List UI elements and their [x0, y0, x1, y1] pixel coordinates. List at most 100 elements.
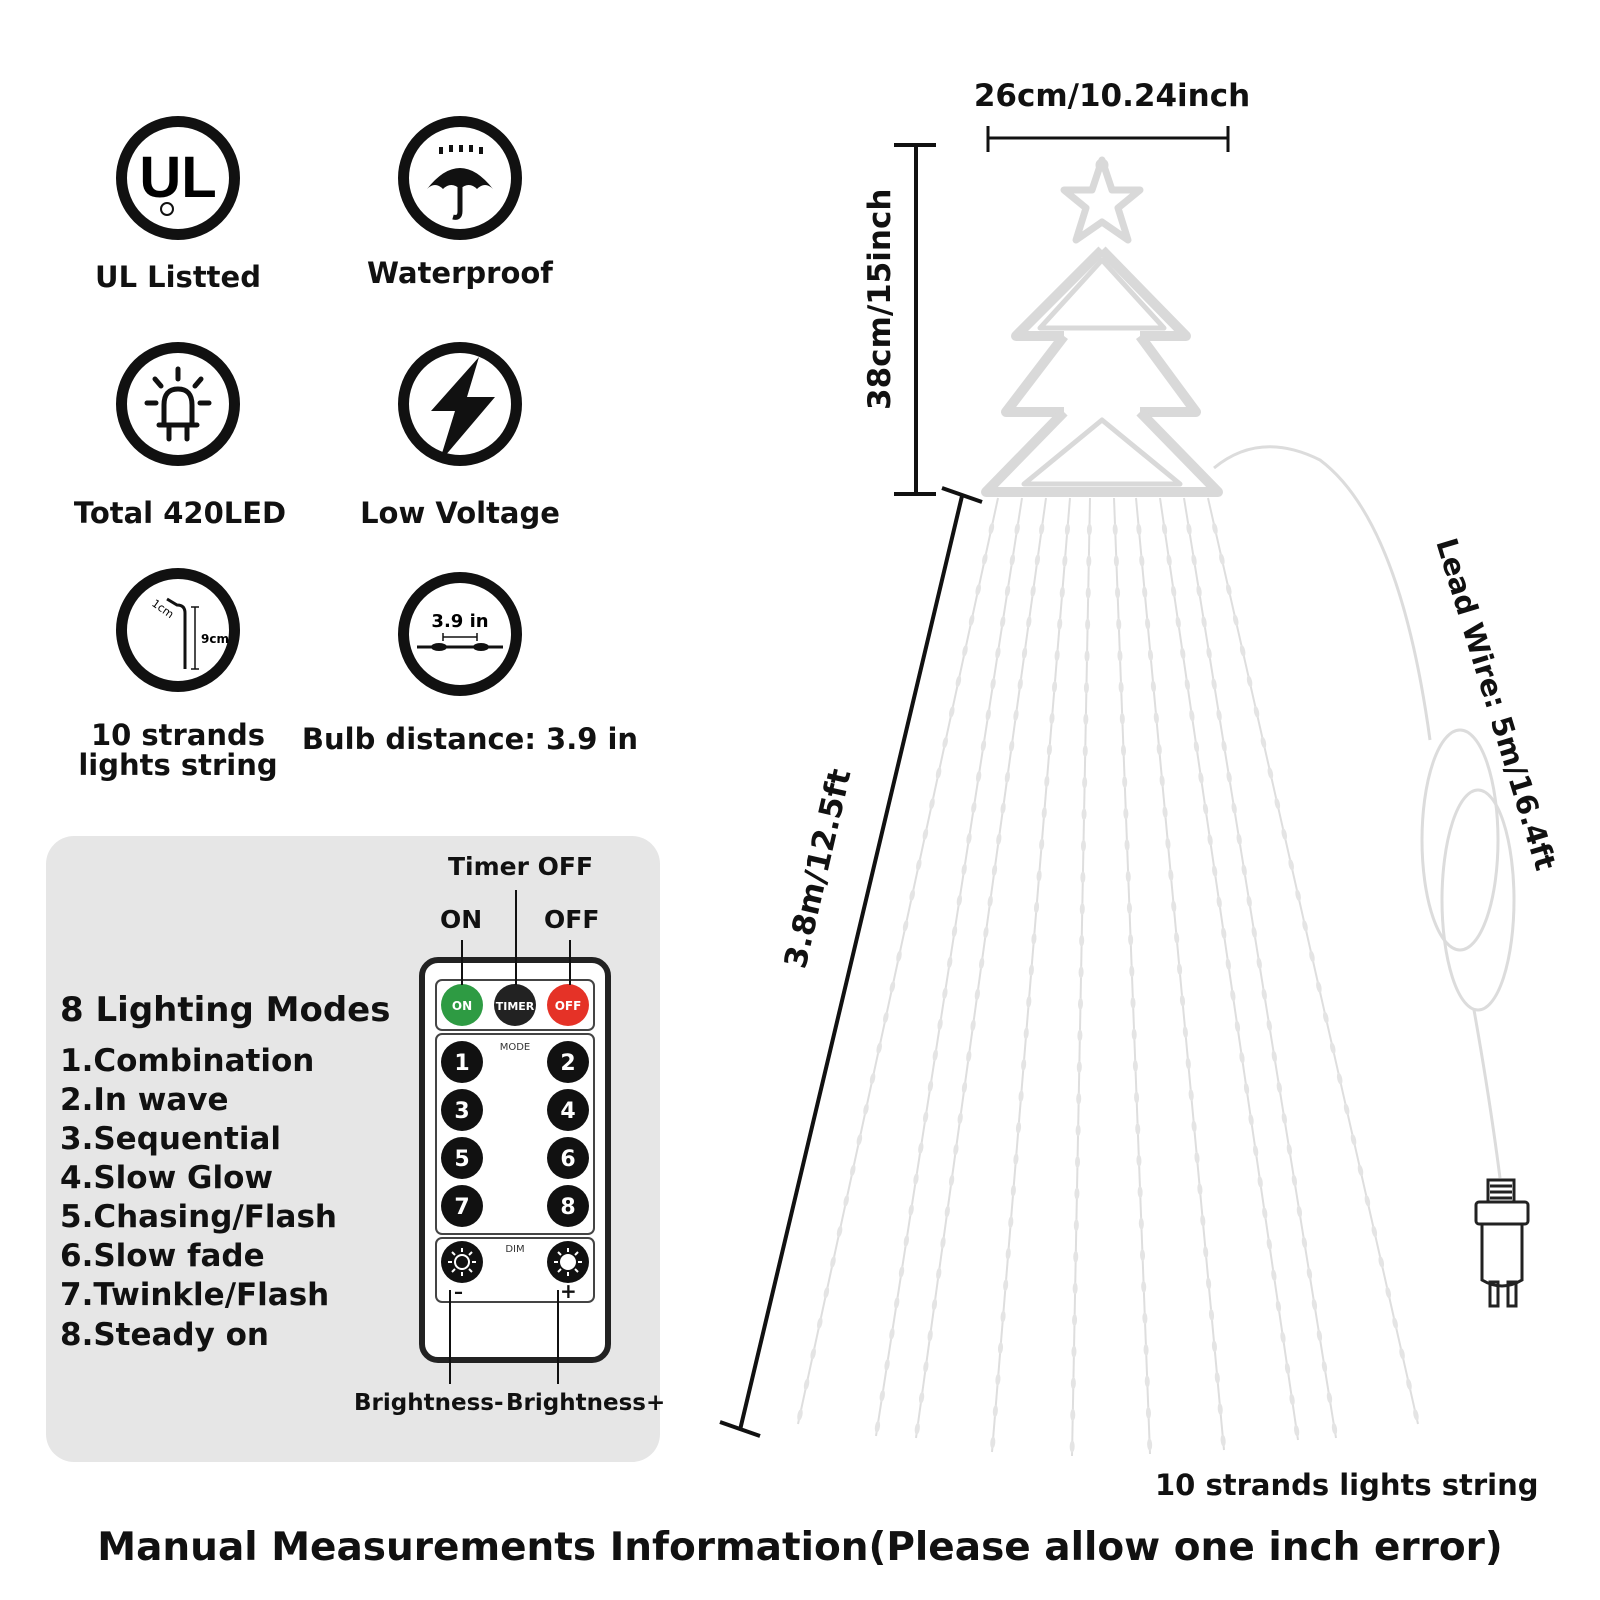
- led-bulb: [869, 1072, 876, 1085]
- svg-text:MODE: MODE: [500, 1042, 531, 1053]
- led-bulb: [913, 1173, 919, 1185]
- led-bulb: [1072, 1314, 1078, 1327]
- plug-icon: [1474, 1178, 1530, 1308]
- led-bulb: [1015, 1121, 1022, 1134]
- svg-text:7: 7: [454, 1195, 469, 1220]
- led-bulb: [1150, 680, 1156, 693]
- led-bulb: [1082, 744, 1088, 757]
- led-bulb: [1017, 678, 1023, 691]
- brightness-plus-label: Brightness+: [506, 1390, 666, 1416]
- led-bulb: [1078, 966, 1084, 979]
- led-bulb: [1030, 585, 1036, 598]
- led-bulb: [1202, 802, 1209, 815]
- timer-button[interactable]: [494, 984, 536, 1026]
- mode-button-6[interactable]: [547, 1137, 589, 1179]
- svg-text:5: 5: [454, 1147, 469, 1172]
- led-bulb: [1075, 1155, 1081, 1168]
- led-bulb: [1186, 523, 1192, 535]
- mode-button-7[interactable]: [441, 1185, 483, 1227]
- led-bulb: [1054, 649, 1060, 662]
- mode-button-3[interactable]: [441, 1089, 483, 1131]
- led-bulb: [1271, 1269, 1277, 1282]
- led-bulb: [1165, 837, 1171, 850]
- mode-button-5[interactable]: [441, 1137, 483, 1179]
- length-dimension: [719, 486, 983, 1438]
- mode-item: 1.Combination: [60, 1043, 315, 1079]
- led-bulb: [1086, 523, 1092, 536]
- led-bulb: [1256, 957, 1262, 970]
- led-bulb: [1266, 1019, 1272, 1032]
- led-bulb: [1059, 586, 1065, 599]
- led-bulb: [1289, 1393, 1295, 1406]
- led-bulb: [1343, 1103, 1350, 1116]
- led-bulb: [1131, 1028, 1137, 1041]
- led-bulb: [1077, 997, 1083, 1010]
- led-bulb: [957, 1112, 963, 1125]
- led-bulb: [1005, 1247, 1011, 1260]
- led-bulb: [922, 828, 929, 841]
- led-bulb: [1000, 615, 1006, 628]
- led-bulb: [1336, 1072, 1343, 1085]
- led-bulb: [918, 1391, 925, 1404]
- led-bulb: [1000, 802, 1006, 815]
- led-bulb: [1281, 1112, 1287, 1125]
- led-bulb: [961, 863, 967, 876]
- strands-badge: 1cm 9cm: [116, 568, 240, 692]
- led-bulb: [1159, 774, 1165, 787]
- led-bulb: [1079, 903, 1085, 916]
- led-bulb: [1128, 933, 1134, 946]
- led-bulb: [1261, 988, 1267, 1001]
- led-bulb: [974, 988, 980, 1001]
- led-bulb: [1171, 585, 1177, 598]
- svg-text:+: +: [560, 1279, 577, 1303]
- led-bulb: [1000, 1310, 1006, 1323]
- svg-text:8: 8: [560, 1195, 575, 1220]
- feature-label-strands: 10 strands lights string: [60, 720, 296, 780]
- led-bulb: [1309, 950, 1315, 963]
- mode-button-8[interactable]: [547, 1185, 589, 1227]
- led-bulb: [1145, 1406, 1151, 1419]
- feature-label-strands-line1: 10 strands: [90, 718, 266, 752]
- led-bulb: [1041, 806, 1047, 819]
- led-bulb: [889, 981, 896, 993]
- dim-minus-button[interactable]: [441, 1241, 483, 1283]
- led-bulb: [1241, 864, 1247, 877]
- ul-badge: UL: [116, 116, 240, 240]
- led-bulb: [961, 1081, 968, 1094]
- led-bulb: [1251, 926, 1257, 939]
- svg-text:DIM: DIM: [505, 1244, 524, 1255]
- led-bulb: [1184, 678, 1190, 691]
- led-bulb: [918, 1142, 924, 1155]
- led-bulb: [1036, 869, 1042, 882]
- led-bulb: [1069, 1440, 1075, 1453]
- led-bulb: [902, 919, 909, 932]
- led-badge: [116, 342, 240, 466]
- led-bulb: [1122, 775, 1128, 788]
- led-bulb: [1331, 1422, 1338, 1435]
- led-bulb: [1028, 964, 1034, 977]
- svg-text:9cm: 9cm: [201, 632, 229, 646]
- led-bulb: [1086, 555, 1092, 568]
- led-bulb: [942, 736, 948, 749]
- off-button[interactable]: [547, 984, 589, 1026]
- led-bulb: [914, 1422, 920, 1435]
- on-button[interactable]: [441, 984, 483, 1026]
- led-bulb: [1070, 1377, 1076, 1390]
- led-bulb: [1406, 1378, 1412, 1391]
- mode-button-1[interactable]: [441, 1041, 483, 1083]
- led-bulb: [968, 614, 975, 627]
- mode-button-4[interactable]: [547, 1089, 589, 1131]
- led-bulb: [1082, 776, 1088, 789]
- lead-wire: [1472, 1009, 1502, 1179]
- led-bulb: [966, 832, 972, 845]
- led-bulb: [1276, 1081, 1282, 1094]
- svg-text:2: 2: [560, 1051, 575, 1076]
- led-bulb: [1021, 647, 1028, 660]
- mode-button-2[interactable]: [547, 1041, 589, 1083]
- led-bulb: [1246, 895, 1252, 908]
- led-bulb: [1326, 1391, 1333, 1404]
- led-bulb: [1013, 1153, 1019, 1166]
- modes-title: 8 Lighting Modes: [60, 990, 391, 1030]
- led-bulb: [1142, 586, 1148, 599]
